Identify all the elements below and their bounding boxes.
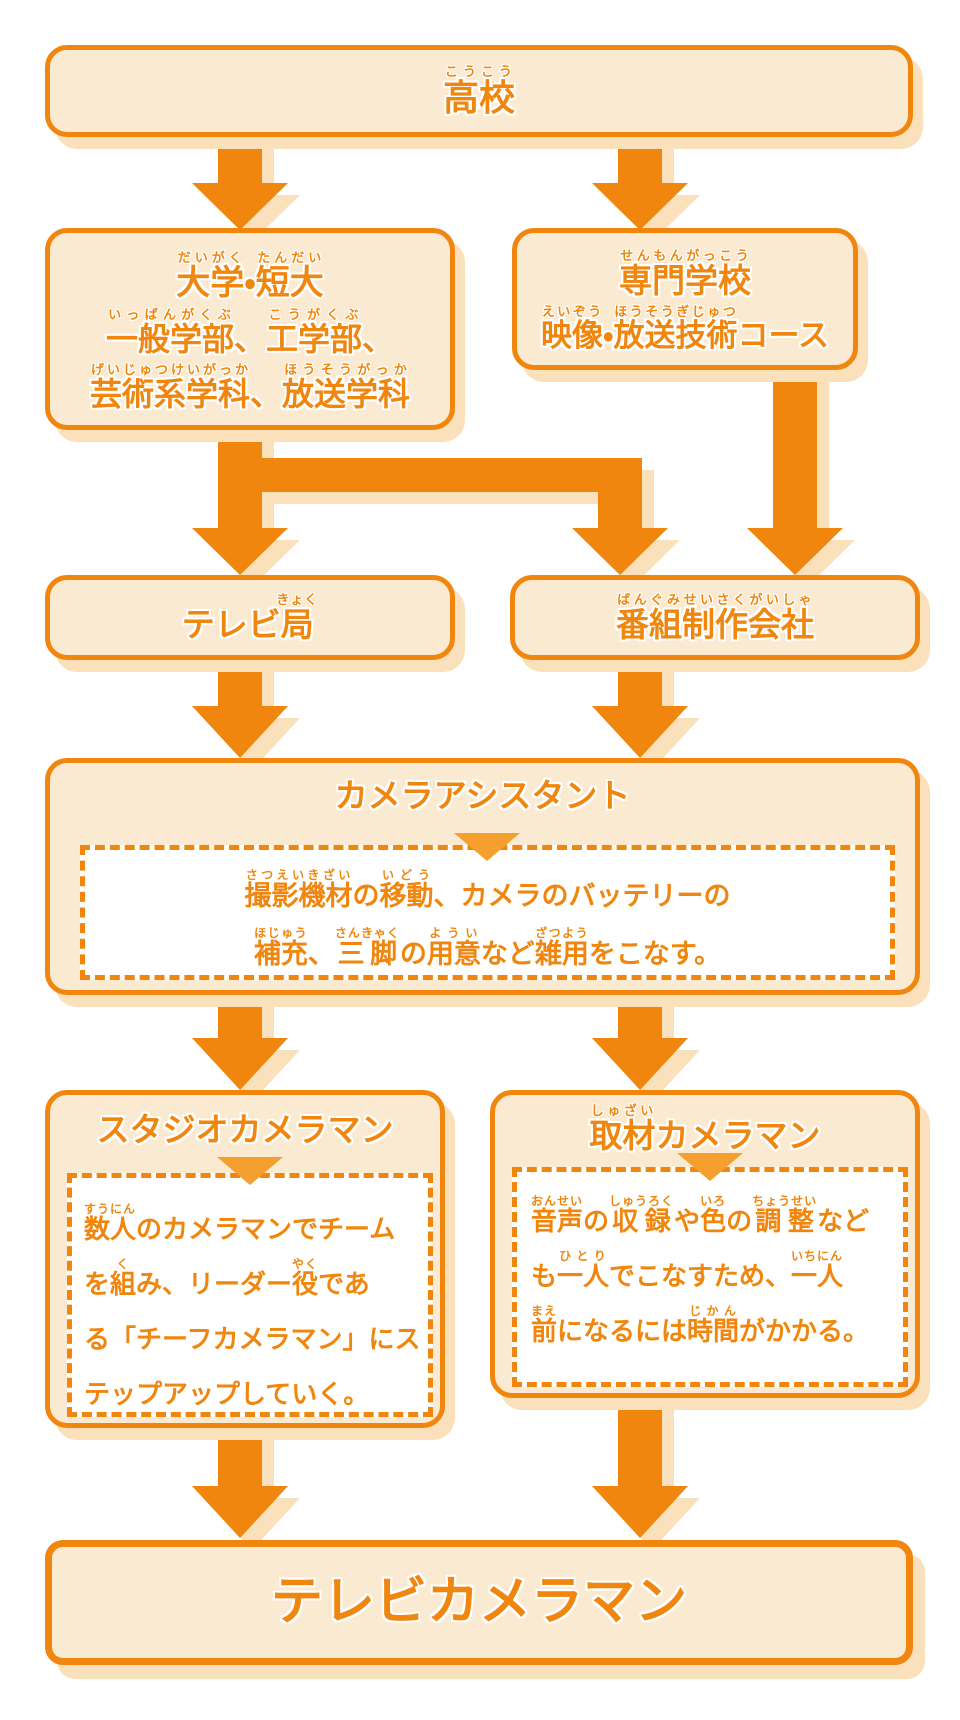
arrow-stem: [218, 137, 262, 185]
node-studio-cameraman: スタジオカメラマン 数人すうにんのカメラマンでチーム を組くみ、リーダー役やくで…: [45, 1090, 445, 1428]
camera-assistant-note: 撮影機材さつえいきざいの移動いどう、カメラのバッテリーの 補充ほじゅう、三脚さん…: [80, 845, 895, 980]
node-university: 大学だいがく・短大たんだい 一般学部いっぱんがくぶ、工学部こうがくぶ、 芸術系学…: [45, 228, 455, 430]
arrow-studio-to-final: [192, 1428, 288, 1538]
node-tv-station: テレビ局きょく: [45, 575, 455, 660]
note-line: 補充ほじゅう、三脚さんきゃくの用意よういなど雑用ざつようをこなす。: [253, 925, 722, 969]
arrow-head: [192, 1038, 288, 1090]
note-line: テップアップしていく。: [84, 1379, 370, 1410]
node-vocational-school: 専門学校せんもんがっこう 映像えいぞう・放送技術ほうそうぎじゅつコース: [512, 228, 858, 370]
arrow-stem: [618, 1398, 662, 1488]
node-highschool: 高校こうこう: [45, 45, 913, 137]
node-subtitle: 映像えいぞう・放送技術ほうそうぎじゅつコース: [541, 304, 829, 354]
node-news-cameraman: 取材しゅざいカメラマン 音声おんせいの収録しゅうろくや色いろの調整ちょうせいなど…: [490, 1090, 920, 1398]
arrow-head: [192, 183, 288, 230]
node-tv-cameraman: テレビカメラマン: [45, 1540, 913, 1665]
arrow-head: [572, 528, 668, 575]
arrow-stem: [773, 370, 817, 530]
arrow-stem: [218, 660, 262, 708]
node-subtitle: 芸術系学科げいじゅつけいがっか、放送学科ほうそうがっか: [89, 361, 411, 412]
arrow-stem: [618, 660, 662, 708]
pointer-down-icon: [454, 833, 520, 861]
node-title: 大学だいがく・短大たんだい: [176, 249, 324, 302]
arrow-head: [592, 1486, 688, 1538]
arrow-head: [747, 528, 843, 575]
node-title: 高校こうこう: [442, 63, 515, 118]
branch-bar: [218, 458, 642, 492]
arrow-stem: [218, 1428, 262, 1488]
node-title: 取材しゅざいカメラマン: [589, 1103, 821, 1154]
node-subtitle: 一般学部いっぱんがくぶ、工学部こうがくぶ、: [105, 306, 395, 357]
arrow-head: [592, 183, 688, 230]
arrow-stem: [618, 137, 662, 185]
node-camera-assistant: カメラアシスタント 撮影機材さつえいきざいの移動いどう、カメラのバッテリーの 補…: [45, 758, 920, 995]
arrow-senmon-to-seisaku: [747, 370, 843, 575]
pointer-down-icon: [677, 1153, 743, 1181]
note-line: も一人ひとりでこなすため、一人いちにん: [531, 1249, 844, 1292]
studio-cameraman-note: 数人すうにんのカメラマンでチーム を組くみ、リーダー役やくであ る「チーフカメラ…: [67, 1173, 433, 1417]
branch-stem: [598, 458, 642, 530]
node-title: スタジオカメラマン: [96, 1111, 394, 1148]
note-line: 音声おんせいの収録しゅうろくや色いろの調整ちょうせいなど: [531, 1194, 870, 1237]
arrow-assistant-to-shuzai: [592, 995, 688, 1090]
note-line: を組くみ、リーダー役やくであ: [84, 1257, 370, 1300]
arrow-stem: [218, 995, 262, 1040]
note-line: る「チーフカメラマン」にス: [84, 1324, 421, 1355]
arrow-stem: [618, 995, 662, 1040]
node-title: 番組制作会社ばんぐみせいさくがいしゃ: [616, 591, 814, 643]
news-cameraman-note: 音声おんせいの収録しゅうろくや色いろの調整ちょうせいなど も一人ひとりでこなすた…: [512, 1167, 908, 1387]
node-production-company: 番組制作会社ばんぐみせいさくがいしゃ: [510, 575, 920, 660]
arrow-seisaku-to-assistant: [592, 660, 688, 758]
note-line: 前まえになるには時間じかんがかかる。: [531, 1304, 870, 1347]
connector-daigaku-branch: [192, 430, 668, 575]
node-title: カメラアシスタント: [334, 777, 631, 814]
node-title: テレビカメラマン: [270, 1572, 687, 1631]
pointer-down-icon: [217, 1157, 283, 1185]
node-title: 専門学校せんもんがっこう: [619, 248, 751, 300]
note-line: 撮影機材さつえいきざいの移動いどう、カメラのバッテリーの: [244, 867, 731, 911]
arrow-tvkyoku-to-assistant: [192, 660, 288, 758]
arrow-head: [192, 528, 288, 575]
arrow-koukou-to-daigaku: [192, 137, 288, 233]
arrow-head: [592, 1038, 688, 1090]
arrow-assistant-to-studio: [192, 995, 288, 1090]
arrow-koukou-to-senmon: [592, 137, 688, 233]
note-line: 数人すうにんのカメラマンでチーム: [84, 1202, 396, 1245]
node-title: テレビ局きょく: [181, 591, 319, 643]
arrow-head: [592, 706, 688, 758]
arrow-head: [192, 1486, 288, 1538]
arrow-shuzai-to-final: [592, 1398, 688, 1538]
arrow-head: [192, 706, 288, 758]
